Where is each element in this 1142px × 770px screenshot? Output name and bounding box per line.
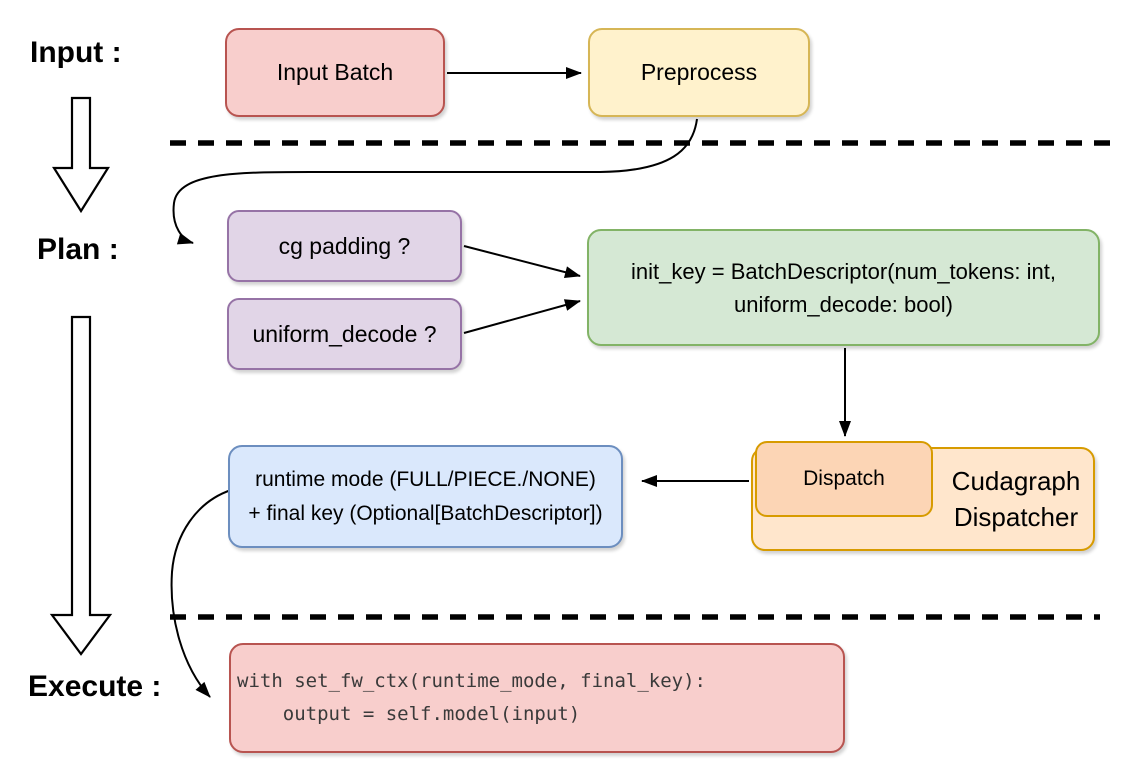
- node-cg-padding-label: cg padding ?: [278, 232, 411, 259]
- node-input-batch-label: Input Batch: [276, 59, 394, 85]
- edge-cgpadding-initkey: [463, 245, 581, 279]
- edge-preprocess-cgpadding: [172, 118, 698, 245]
- edge-runtimemode-executecode: [170, 489, 232, 698]
- node-runtime-mode-line2: + final key (Optional[BatchDescriptor]): [248, 501, 603, 525]
- node-init-key: init_key = BatchDescriptor(num_tokens: i…: [587, 229, 1100, 346]
- node-input-batch: Input Batch: [225, 28, 445, 117]
- execute-code-line1: with set_fw_ctx(runtime_mode, final_key)…: [237, 670, 706, 692]
- node-init-key-line2: uniform_decode: bool): [734, 291, 953, 317]
- node-dispatch-label: Dispatch: [803, 467, 885, 490]
- node-dispatch: Dispatch: [755, 441, 933, 517]
- stage-label-execute: Execute :: [28, 670, 162, 703]
- stage-label-input: Input :: [30, 36, 122, 69]
- node-init-key-line1: init_key = BatchDescriptor(num_tokens: i…: [631, 258, 1056, 284]
- node-runtime-mode-line1: runtime mode (FULL/PIECE./NONE): [255, 467, 596, 491]
- execute-code-line2: output = self.model(input): [237, 703, 581, 725]
- plan-to-execute-arrow-icon: [49, 315, 113, 656]
- edge-uniformdecode-initkey: [463, 299, 581, 334]
- node-cudagraph-dispatcher-label: Cudagraph Dispatcher: [935, 449, 1097, 549]
- node-preprocess-label: Preprocess: [640, 59, 758, 85]
- node-preprocess: Preprocess: [588, 28, 810, 117]
- cudagraph-line2: Dispatcher: [953, 502, 1079, 532]
- node-execute-code: with set_fw_ctx(runtime_mode, final_key)…: [229, 643, 845, 753]
- cudagraph-line1: Cudagraph: [951, 466, 1081, 496]
- input-to-plan-arrow-icon: [52, 96, 110, 214]
- stage-label-plan: Plan :: [37, 233, 119, 266]
- node-cg-padding: cg padding ?: [227, 210, 462, 282]
- node-runtime-mode: runtime mode (FULL/PIECE./NONE) + final …: [228, 445, 623, 548]
- node-uniform-decode-label: uniform_decode ?: [252, 320, 437, 347]
- node-uniform-decode: uniform_decode ?: [227, 298, 462, 370]
